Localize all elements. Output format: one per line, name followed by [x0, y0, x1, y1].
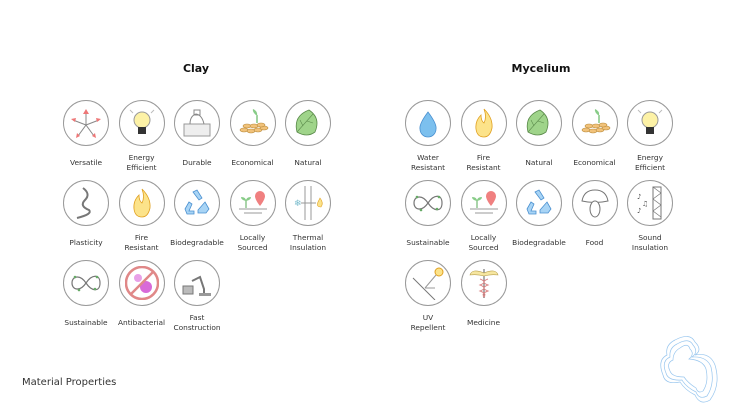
property-label: Sustainable: [406, 238, 450, 247]
property-item: ❄ Thermal Insulation: [280, 180, 336, 254]
property-item: Energy Efficient: [114, 100, 170, 174]
property-item: Fire Resistant: [114, 180, 170, 254]
hammer-block-icon: [174, 100, 220, 146]
property-item: UV Repellent: [400, 260, 456, 334]
thermal-wall-icon: ❄: [285, 180, 331, 226]
property-label: Sound Insulation: [631, 233, 669, 252]
property-label: Fire Resistant: [124, 233, 159, 252]
svg-text:♫: ♫: [642, 200, 648, 208]
property-label: Locally Sourced: [237, 233, 268, 252]
caduceus-icon: [460, 260, 507, 306]
property-label: Water Resistant: [410, 153, 446, 172]
property-item: Natural: [280, 100, 336, 174]
property-item: Locally Sourced: [225, 180, 281, 254]
property-item: Fast Construction: [169, 260, 225, 334]
clay-title: Clay: [182, 62, 210, 75]
property-item: Fire Resistant: [456, 100, 512, 174]
property-label: Sustainable: [64, 318, 108, 327]
property-label: Biodegradable: [170, 238, 224, 247]
property-label: Fire Resistant: [466, 153, 501, 172]
property-label: Fast Construction: [173, 313, 221, 332]
svg-text:♪: ♪: [637, 193, 641, 201]
property-item: Natural: [511, 100, 567, 174]
property-label: Food: [585, 238, 604, 247]
property-label: Versatile: [70, 158, 102, 167]
property-label: Natural: [525, 158, 553, 167]
property-item: Durable: [169, 100, 225, 174]
property-label: Antibacterial: [117, 318, 166, 327]
location-pin-icon: [460, 180, 507, 226]
sun-reflect-icon: [405, 260, 451, 306]
property-label: Locally Sourced: [468, 233, 499, 252]
property-label: Economical: [231, 158, 274, 167]
rope-curve-icon: [63, 180, 109, 226]
property-label: Durable: [182, 158, 212, 167]
mycelium-title: Mycelium: [511, 62, 571, 75]
property-item: Versatile: [58, 100, 114, 174]
water-drop-icon: [405, 100, 451, 146]
svg-text:♪: ♪: [637, 207, 641, 215]
property-item: Plasticity: [58, 180, 114, 254]
property-item: Economical: [567, 100, 623, 174]
coins-sprout-icon: [571, 100, 618, 146]
infinity-icon: [405, 180, 451, 226]
property-item: Food: [567, 180, 623, 254]
property-item: Sustainable: [400, 180, 456, 254]
property-item: Locally Sourced: [456, 180, 512, 254]
property-item: Medicine: [456, 260, 512, 334]
recycle-icon: [174, 180, 220, 226]
no-bacteria-icon: [118, 260, 165, 306]
location-pin-icon: [229, 180, 276, 226]
infinity-icon: [63, 260, 109, 306]
property-label: Plasticity: [69, 238, 103, 247]
property-item: Sustainable: [58, 260, 114, 334]
property-label: Medicine: [466, 318, 501, 327]
property-item: Biodegradable: [511, 180, 567, 254]
mycelium-properties-grid: Water Resistant Fire Resistant Natural Econ…: [405, 100, 695, 350]
property-item: Energy Efficient: [622, 100, 678, 174]
coins-sprout-icon: [229, 100, 276, 146]
property-item: Water Resistant: [400, 100, 456, 174]
flame-icon: [118, 180, 165, 226]
property-label: Natural: [294, 158, 322, 167]
sound-wall-icon: ♪♫♪: [627, 180, 673, 226]
property-label: Economical: [573, 158, 616, 167]
property-item: ♪♫♪ Sound Insulation: [622, 180, 678, 254]
property-label: Biodegradable: [512, 238, 566, 247]
clay-properties-grid: Versatile Energy Efficient Durable Economic…: [63, 100, 353, 350]
property-label: UV Repellent: [410, 313, 446, 332]
property-label: Thermal Insulation: [289, 233, 327, 252]
lightbulb-icon: [118, 100, 165, 146]
property-label: Energy Efficient: [634, 153, 666, 172]
arrows-star-icon: [63, 100, 109, 146]
mushroom-icon: [571, 180, 618, 226]
leaf-icon: [285, 100, 331, 146]
slide-footer: Material Properties: [22, 377, 117, 388]
property-item: Antibacterial: [114, 260, 170, 334]
property-item: Economical: [225, 100, 281, 174]
robot-arm-icon: [174, 260, 220, 306]
flame-icon: [460, 100, 507, 146]
leaf-icon: [516, 100, 562, 146]
recycle-icon: [516, 180, 562, 226]
property-label: Energy Efficient: [126, 153, 157, 172]
svg-text:❄: ❄: [294, 199, 302, 209]
decorative-blob-graphic: [660, 336, 718, 403]
property-item: Biodegradable: [169, 180, 225, 254]
lightbulb-icon: [627, 100, 673, 146]
